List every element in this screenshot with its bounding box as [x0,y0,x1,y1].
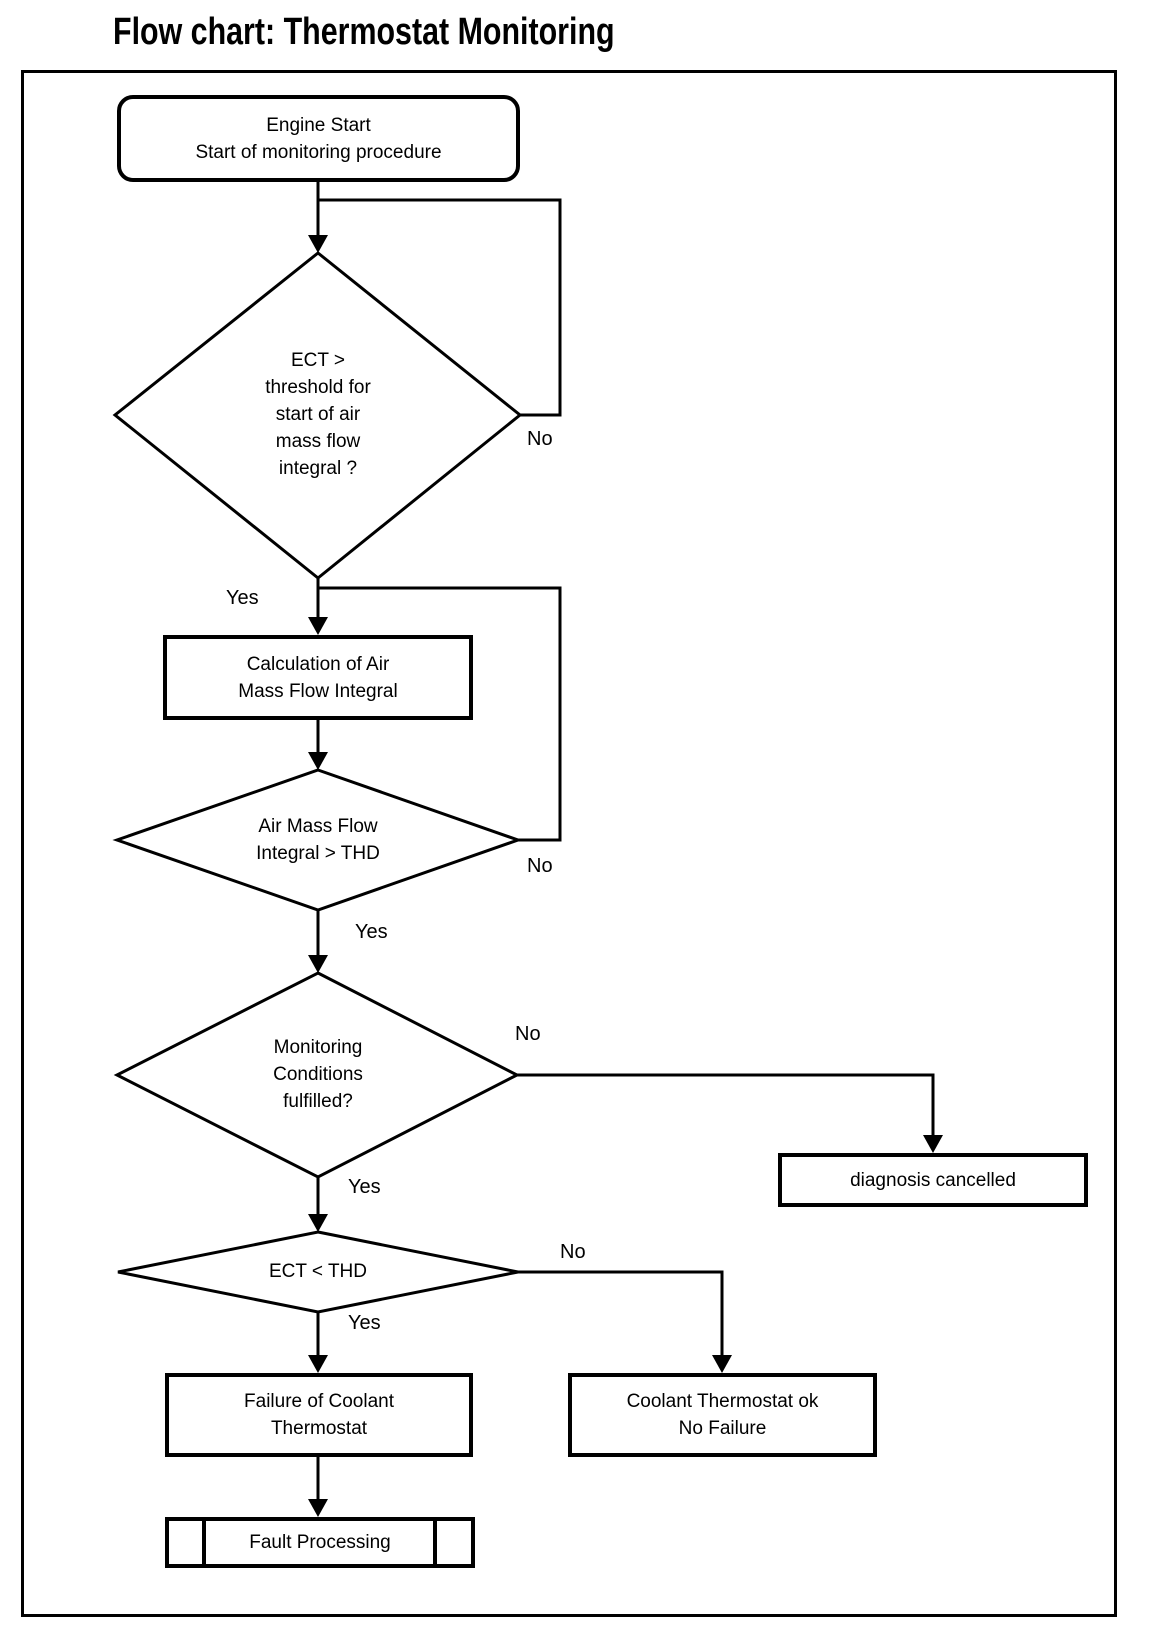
edge-d4-no [518,1270,724,1357]
edge-d3-no [517,1073,935,1137]
start-node: Engine Start Start of monitoring procedu… [117,95,520,182]
edge-label-d3-no: No [515,1023,541,1045]
terminal-thermostat-ok: Coolant Thermostat ok No Failure [568,1373,877,1457]
edge-label-d3-yes: Yes [348,1176,381,1198]
diagram-border [21,70,1117,1617]
predefined-process-left-bar [202,1521,206,1564]
decision-ect-thd-text: ECT < THD [268,1261,367,1282]
edge-label-d4-no: No [560,1241,586,1263]
terminal-failure-thermostat: Failure of Coolant Thermostat [165,1373,473,1457]
predefined-process-fault: Fault Processing [165,1517,475,1568]
terminal-diagnosis-cancelled: diagnosis cancelled [778,1153,1088,1207]
fault-processing-label: Fault Processing [249,1532,391,1553]
arrowhead-into-d3 [308,955,328,973]
edge-label-d1-no: No [527,428,553,450]
decision-conditions-text: Monitoring Conditions fulfilled? [273,1037,363,1112]
arrowhead-into-ok [712,1355,732,1373]
arrowhead-into-fault [308,1499,328,1517]
edge-d2-no-loop [318,586,562,842]
edge-label-d2-yes: Yes [355,921,388,943]
predefined-process-right-bar [433,1521,437,1564]
edge-label-d1-yes: Yes [226,587,259,609]
process-calc-integral: Calculation of Air Mass Flow Integral [163,635,473,720]
arrowhead-into-failure [308,1355,328,1373]
decision-ect-start-text: ECT > threshold for start of air mass fl… [265,350,371,479]
arrowhead-into-diagnosis [923,1135,943,1153]
edge-label-d4-yes: Yes [348,1312,381,1334]
arrowhead-into-calc [308,617,328,635]
page-title: Flow chart: Thermostat Monitoring [113,11,615,53]
arrowhead-into-d2 [308,752,328,770]
arrowhead-into-d4 [308,1214,328,1232]
edge-d1-no-loop [318,198,562,417]
arrowhead-into-d1 [308,235,328,253]
decision-integral-text: Air Mass Flow Integral > THD [256,816,380,864]
edge-label-d2-no: No [527,855,553,877]
